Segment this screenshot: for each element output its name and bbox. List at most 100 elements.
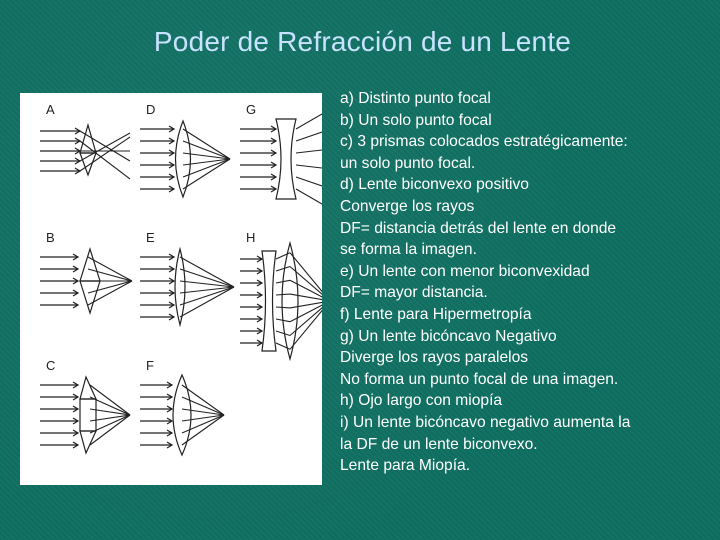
ray-line [275, 265, 291, 272]
arrow-head [166, 393, 174, 401]
ray-line [179, 286, 235, 294]
list-item: a) Distinto punto focal [340, 90, 491, 107]
ray-line [89, 414, 131, 422]
biconvex-lens-thin [174, 246, 186, 328]
arrow-head [166, 429, 174, 437]
arrow-head [168, 253, 176, 261]
arrow-head [72, 429, 80, 437]
ray-line [275, 330, 291, 337]
ray-line [289, 304, 322, 323]
arrow-head [72, 289, 80, 297]
ray-line [182, 158, 231, 166]
arrow-head [72, 301, 80, 309]
arrow-head [256, 267, 264, 275]
ray-line [79, 132, 131, 162]
arrow-head [270, 137, 278, 145]
list-item: la DF de un lente biconvexo. [340, 435, 538, 453]
arrow-head [72, 417, 80, 425]
ray-line [182, 140, 231, 160]
ray-line [275, 342, 291, 350]
ray-line [295, 113, 322, 130]
arrow-head [168, 173, 176, 181]
ray-line [289, 293, 322, 301]
ray-line [289, 279, 322, 298]
ray-line [79, 130, 131, 162]
arrow-head [72, 381, 80, 389]
ray-line [181, 414, 225, 446]
panel-label-e: E [146, 230, 155, 245]
arrow-head [168, 149, 176, 157]
ray-line [289, 301, 322, 309]
arrow-head [270, 185, 278, 193]
ray-line [179, 256, 235, 288]
prism-upper [79, 246, 101, 282]
list-item: No forma un punto focal de una imagen. [340, 370, 619, 388]
ray-line [182, 128, 231, 160]
list-item: g) Un lente bicóncavo Negativo [340, 327, 557, 345]
arrow-head [166, 417, 174, 425]
ray-line [275, 293, 291, 296]
arrow-head [166, 441, 174, 449]
arrow-head [256, 279, 264, 287]
arrow-head [168, 185, 176, 193]
arrow-head [256, 327, 264, 335]
panel-label-c: C [46, 358, 55, 373]
ray-line [295, 188, 322, 205]
ray-line [275, 279, 291, 284]
arrow-head [168, 161, 176, 169]
prism-lower [79, 280, 101, 316]
list-item: un solo punto focal. [340, 154, 476, 172]
ray-line [275, 318, 291, 323]
panel-label-g: G [246, 102, 256, 117]
arrow-head [72, 253, 80, 261]
arrow-head [168, 289, 176, 297]
arrow-head [166, 381, 174, 389]
arrow-head [270, 125, 278, 133]
ray-line [295, 131, 322, 142]
slide-title: Poder de Refracción de un Lente [153, 26, 572, 57]
arrow-head [256, 303, 264, 311]
arrow-head [270, 173, 278, 181]
arrow-head [256, 291, 264, 299]
list-item: c) 3 prismas colocados estratégicamente: [340, 133, 628, 151]
ray-line [179, 286, 235, 318]
ray-line [89, 396, 131, 416]
panel-label-a: A [46, 102, 55, 117]
list-item: Converge los rayos [340, 197, 475, 215]
arrow-head [168, 265, 176, 273]
ray-line [89, 384, 131, 416]
list-item: i) Un lente bicóncavo negativo aumenta l… [340, 413, 631, 431]
ray-line [181, 414, 225, 422]
ray-line [182, 158, 231, 178]
panel-label-d: D [146, 102, 155, 117]
biconcave-lens [261, 250, 277, 352]
ray-line [289, 309, 322, 350]
arrow-head [168, 137, 176, 145]
biconvex-lens [172, 373, 192, 457]
ray-line [295, 149, 322, 154]
ray-line [87, 256, 133, 282]
ray-line [79, 140, 131, 180]
ray-line [179, 286, 235, 306]
list-item: h) Ojo largo con miopía [340, 392, 503, 410]
ray-line [275, 306, 291, 309]
list-item: d) Lente biconvexo positivo [340, 176, 529, 194]
arrow-head [256, 315, 264, 323]
ray-line [79, 136, 131, 172]
arrow-head [72, 393, 80, 401]
ray-line [87, 280, 133, 306]
ray-line [181, 396, 225, 416]
ray-line [275, 252, 291, 260]
prism-middle [79, 398, 97, 432]
arrow-head [270, 149, 278, 157]
arrow-head [168, 125, 176, 133]
prism-lower [79, 430, 97, 455]
ray-line [289, 307, 322, 336]
list-item: Lente para Miopía. [340, 457, 471, 475]
ray-line [295, 164, 322, 169]
arrow-head [168, 313, 176, 321]
arrow-head [270, 161, 278, 169]
list-item: Diverge los rayos paralelos [340, 349, 529, 367]
